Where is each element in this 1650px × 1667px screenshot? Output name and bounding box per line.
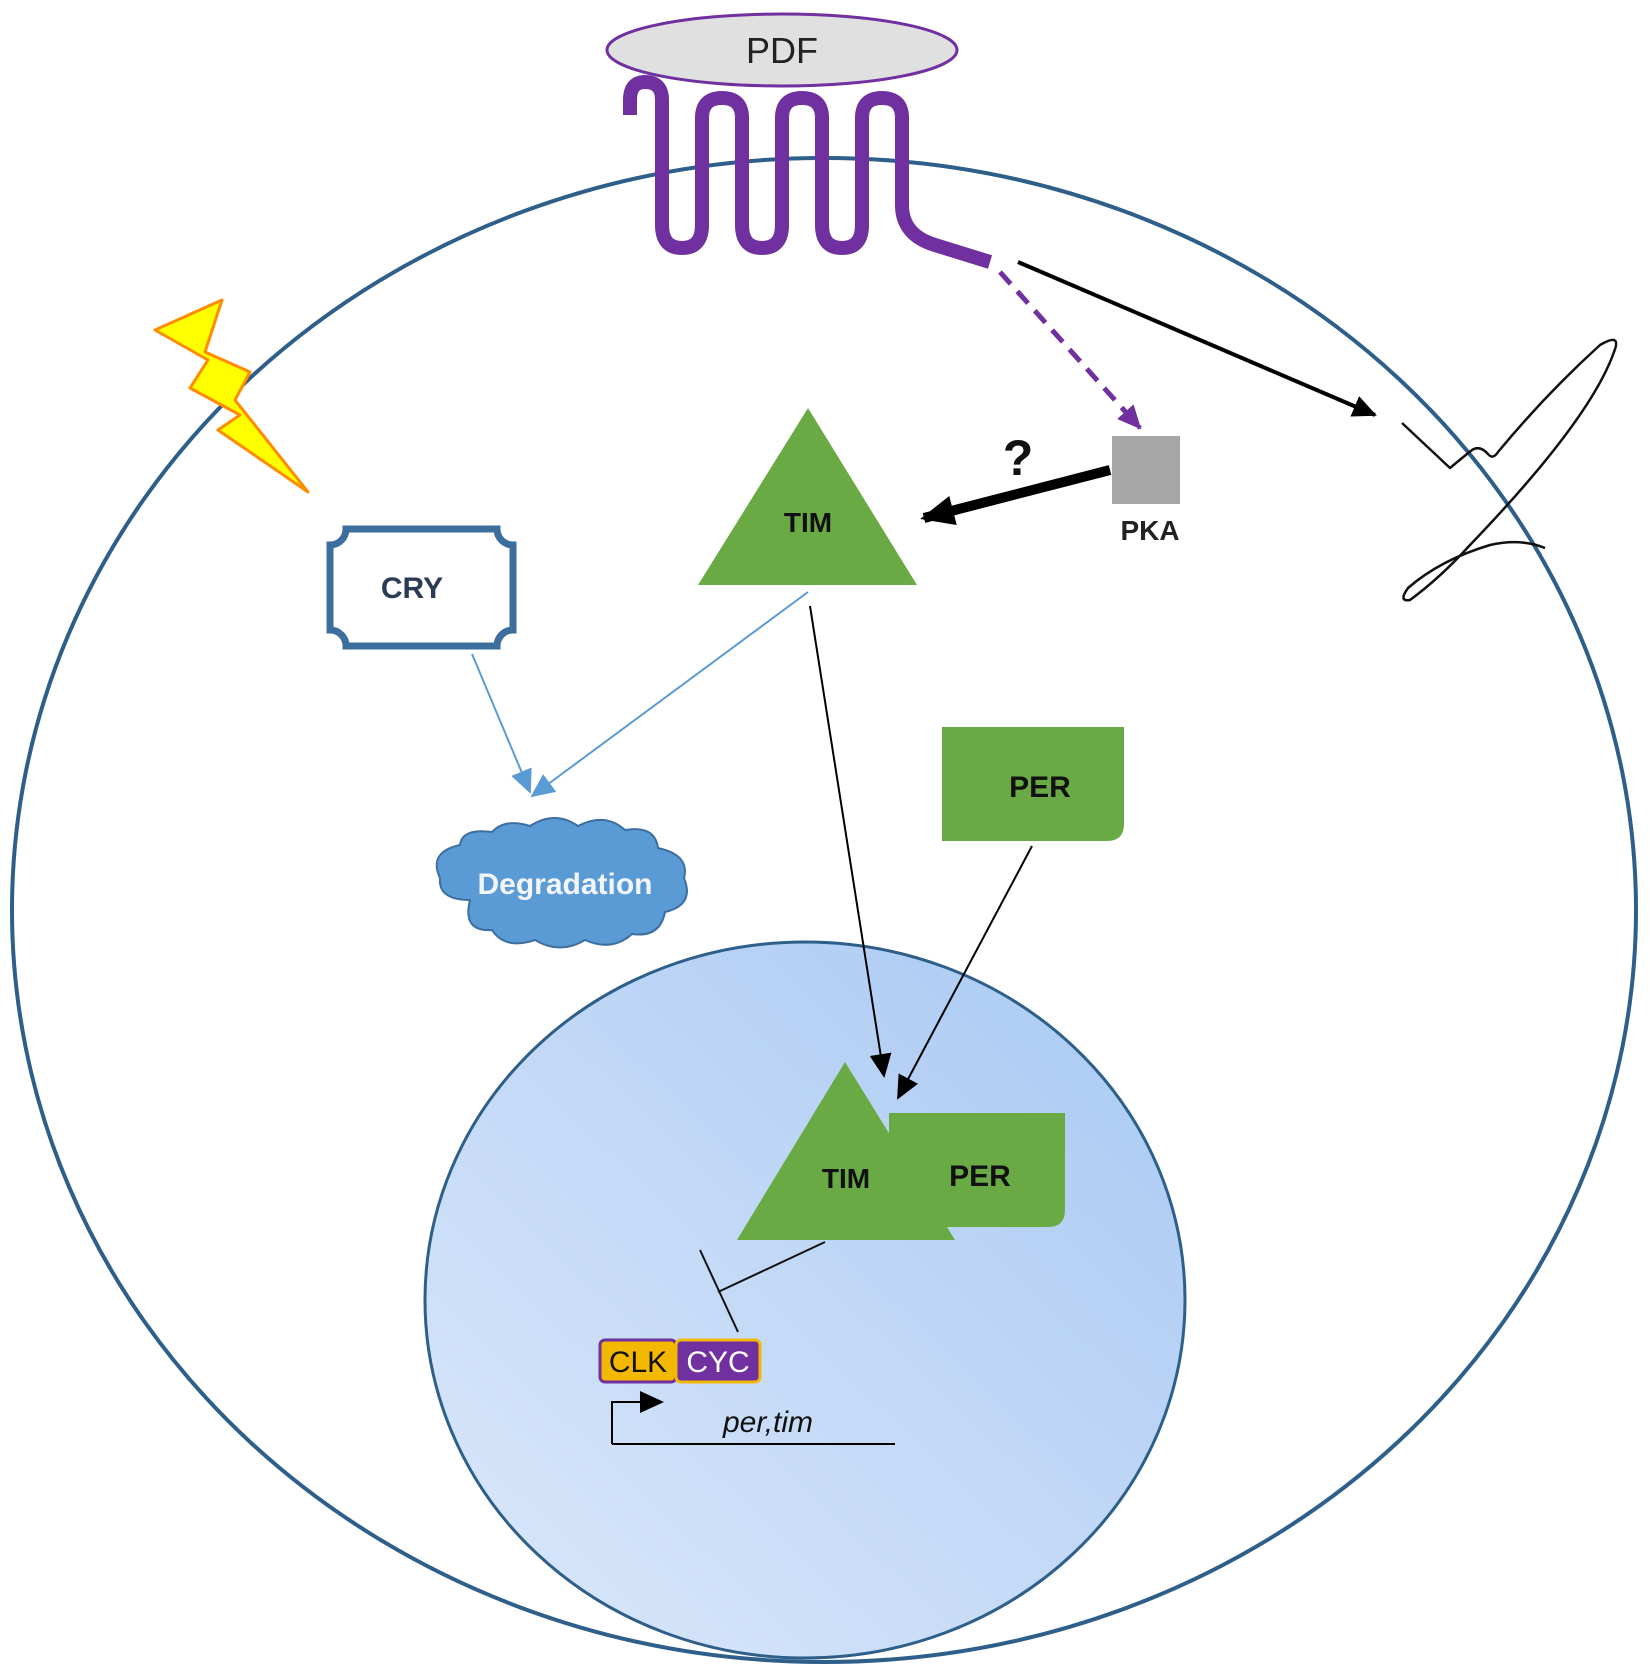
tim-label: TIM — [784, 507, 832, 538]
nucleus — [423, 940, 1187, 1660]
pka-label: PKA — [1120, 515, 1179, 546]
cry-to-degradation-arrow — [471, 653, 532, 794]
per-tim-gene: per,tim — [611, 1391, 895, 1445]
pdf-ligand: PDF — [605, 12, 959, 88]
degradation-cloud: Degradation — [435, 817, 688, 949]
tim-to-degradation-arrow — [530, 591, 809, 798]
receptor-to-pka-arrow — [998, 270, 1142, 430]
complex-tim-shape — [737, 1062, 955, 1240]
receptor-to-firing-arrow — [1017, 260, 1377, 417]
pdf-receptor — [623, 75, 993, 269]
pdf-label: PDF — [746, 30, 818, 71]
tim-node — [698, 408, 917, 585]
per-node — [942, 727, 1124, 841]
cry-node — [326, 525, 517, 650]
complex-per-label: PER — [949, 1160, 1011, 1193]
pka-node — [1112, 436, 1180, 504]
question-mark: ? — [1003, 430, 1034, 486]
cyc-node — [674, 1338, 762, 1384]
per-to-nucleus-arrow — [897, 845, 1033, 1100]
pka-to-tim-arrow — [920, 465, 1112, 526]
complex-tim-label: TIM — [822, 1163, 870, 1194]
degradation-label: Degradation — [477, 868, 652, 901]
inhibition-bar — [699, 1241, 826, 1333]
action-potential-trace — [1401, 338, 1618, 602]
light-lightning-icon — [153, 298, 310, 494]
clk-cyc-complex: CLK CYC — [598, 1338, 762, 1384]
complex-per-shape — [889, 1113, 1065, 1227]
clk-label: CLK — [609, 1346, 667, 1379]
per-label: PER — [1009, 771, 1071, 804]
cry-label: CRY — [381, 572, 443, 605]
tim-to-nucleus-arrow — [809, 605, 892, 1078]
transcription-start-arrow — [611, 1391, 664, 1444]
gene-label: per,tim — [722, 1406, 813, 1439]
cyc-label: CYC — [686, 1346, 749, 1379]
tim-per-complex: TIM PER — [737, 1062, 1065, 1240]
